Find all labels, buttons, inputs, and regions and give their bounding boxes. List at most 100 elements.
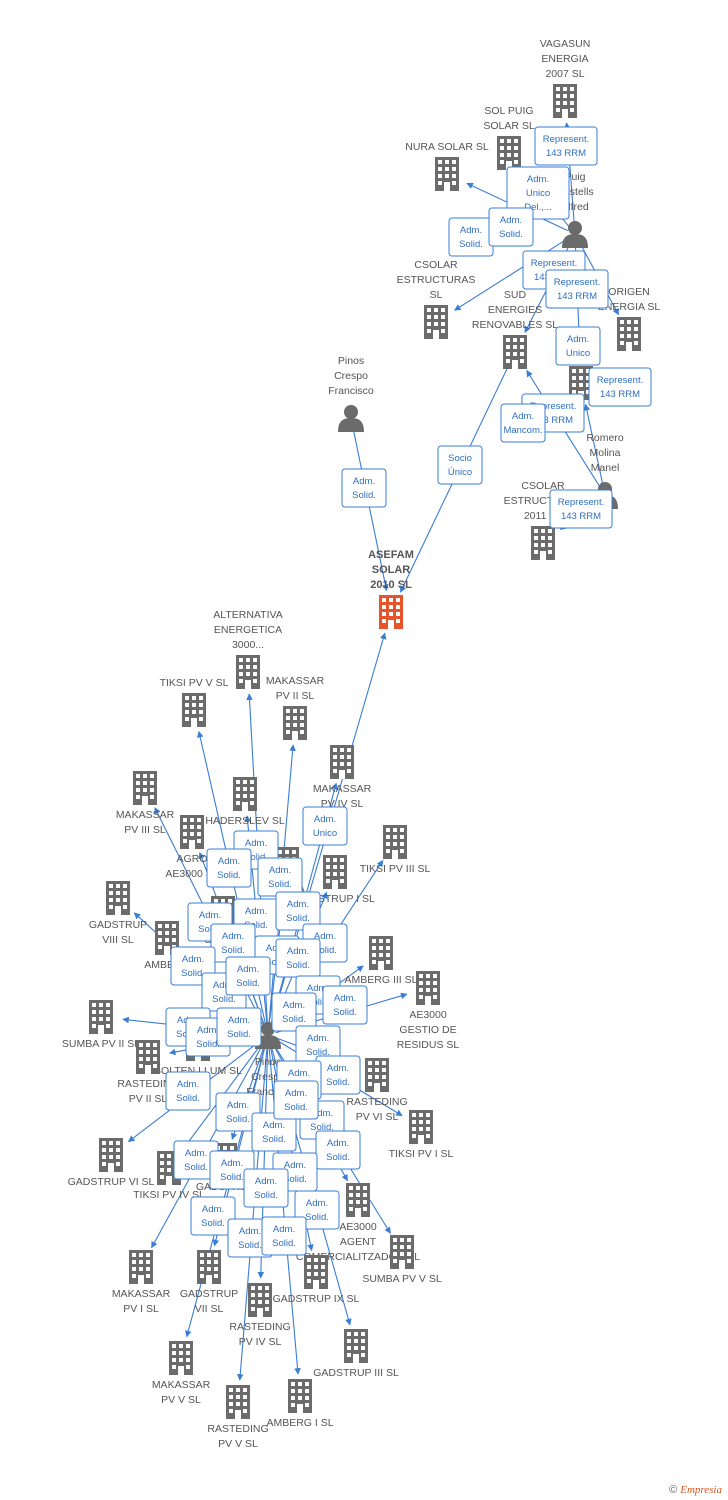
relation-label: Adm. [177, 1079, 199, 1090]
relation-box-r10[interactable]: Adm.Mancom. [500, 403, 546, 443]
building-icon [197, 1250, 221, 1284]
relation-label: Adm. [227, 1100, 249, 1111]
company-node-nura[interactable]: NURA SOLAR SL [405, 141, 489, 191]
relation-box-r36[interactable]: Adm.Solid. [315, 1055, 361, 1095]
company-node-tiksi5[interactable]: TIKSI PV V SL [160, 677, 229, 727]
building-icon [106, 881, 130, 915]
node-label: TIKSI PV I SL [389, 1148, 454, 1160]
relation-box-r3[interactable]: Adm.Solid. [448, 217, 494, 257]
relation-box-r17[interactable]: Adm.Solid. [257, 857, 303, 897]
relation-box-r29[interactable]: Adm.Solid. [322, 985, 368, 1025]
relation-box-r11[interactable]: Represent.143 RRM [549, 489, 613, 529]
footer-brand[interactable]: © Empresia [669, 1484, 722, 1496]
node-label: ENERGIA SL [598, 301, 661, 313]
relation-box-r32[interactable]: Adm.Solid. [216, 1007, 262, 1047]
relation-label: Adm. [273, 1224, 295, 1235]
node-label: RASTEDING [117, 1078, 178, 1090]
relation-box-r35[interactable]: Adm.Solid. [165, 1071, 211, 1111]
company-node-amberg1[interactable]: AMBERG I SL [266, 1379, 334, 1429]
relation-box-r33[interactable]: Adm.Solid. [271, 992, 317, 1032]
relation-box-r12[interactable]: Adm.Solid. [341, 468, 387, 508]
company-node-amberg3[interactable]: AMBERG III SL [345, 936, 418, 986]
relation-box-r4[interactable]: Adm.Solid. [488, 207, 534, 247]
relation-box-r50[interactable]: Adm. Solid. [273, 1080, 319, 1120]
relation-label: Solid. [326, 1077, 350, 1088]
relation-box-r14[interactable]: Adm.Unico [302, 806, 348, 846]
relation-box-r16[interactable]: Adm.Solid. [206, 848, 252, 888]
relation-label: Solid. [198, 924, 222, 935]
relation-label: Adm. [285, 1088, 307, 1099]
relation-label: Adm. [222, 931, 244, 942]
company-node-gad6[interactable]: GADSTRUP VI SL [68, 1138, 155, 1188]
relation-box-r8[interactable]: Represent.143 RRM [588, 367, 652, 407]
relation-box-r42[interactable]: Adm.Solid. [173, 1140, 219, 1180]
relation-box-r49[interactable]: Adm.Solid. [261, 1216, 307, 1256]
company-node-tiksi4[interactable]: TIKSI PV IV SL [133, 1151, 205, 1201]
relation-box-r43[interactable]: Adm.Solid. [209, 1150, 255, 1190]
relation-box-r25[interactable]: Adm.Solid. [275, 938, 321, 978]
relation-box-r27[interactable]: Adm.Solid. [225, 956, 271, 996]
relation-label: Solid. [284, 1102, 308, 1113]
relation-box-r1[interactable]: Represent.143 RRM [534, 126, 598, 166]
relation-box-r41[interactable]: Adm.Solid. [315, 1130, 361, 1170]
relation-box-r45[interactable]: Adm.Solid. [243, 1168, 289, 1208]
node-label: MAKASSAR [313, 783, 372, 795]
company-node-tiksi1[interactable]: TIKSI PV I SL [389, 1110, 454, 1160]
node-label: SOLAR [372, 564, 411, 576]
relation-box-r21[interactable]: Adm.Solid. [210, 923, 256, 963]
node-label: Manel [591, 462, 620, 474]
relation-box-r40[interactable]: Adm.Solid. [251, 1112, 297, 1152]
relation-box-r20[interactable]: Adm.Solid. [275, 891, 321, 931]
relation-box-r48[interactable]: Adm.Solid. [227, 1218, 273, 1258]
company-node-gad3[interactable]: GADSTRUP III SL [313, 1329, 399, 1379]
relation-box-r7[interactable]: Adm.Unico [555, 326, 601, 366]
relation-box-r6[interactable]: Represent.143 RRM [545, 269, 609, 309]
relation-box-frame [210, 923, 256, 963]
node-label: RASTEDING [229, 1321, 290, 1333]
company-node-tiksi3[interactable]: TIKSI PV III SL [360, 825, 431, 875]
node-label: Francisco [328, 385, 374, 397]
building-icon [323, 855, 347, 889]
relation-label: Solid. [268, 879, 292, 890]
company-node-alternativa[interactable]: ALTERNATIVAENERGETICA3000... [213, 609, 283, 689]
relation-box-r38[interactable]: Adm.Solid. [215, 1092, 261, 1132]
node-label: PV II SL [276, 690, 315, 702]
relation-box-r47[interactable]: Adm.Solid. [190, 1196, 236, 1236]
company-node-sumba5[interactable]: SUMBA PV V SL [362, 1235, 442, 1285]
building-icon [390, 1235, 414, 1269]
building-icon [182, 693, 206, 727]
relation-label: Solid. [286, 960, 310, 971]
company-node-sumba2[interactable]: SUMBA PV II SL [62, 1000, 140, 1050]
relation-label: Adm. [218, 856, 240, 867]
relation-label: Adm. [460, 225, 482, 236]
relation-label: Solid. [333, 1007, 357, 1018]
relation-label: Adm. [199, 910, 221, 921]
company-node-gad9[interactable]: GADSTRUP IX SL [273, 1255, 360, 1305]
company-node-haders[interactable]: HADERSLEV SL [205, 777, 285, 827]
relation-box-r2[interactable]: Adm.UnicoDel.,... [506, 166, 570, 220]
building-icon [531, 526, 555, 560]
